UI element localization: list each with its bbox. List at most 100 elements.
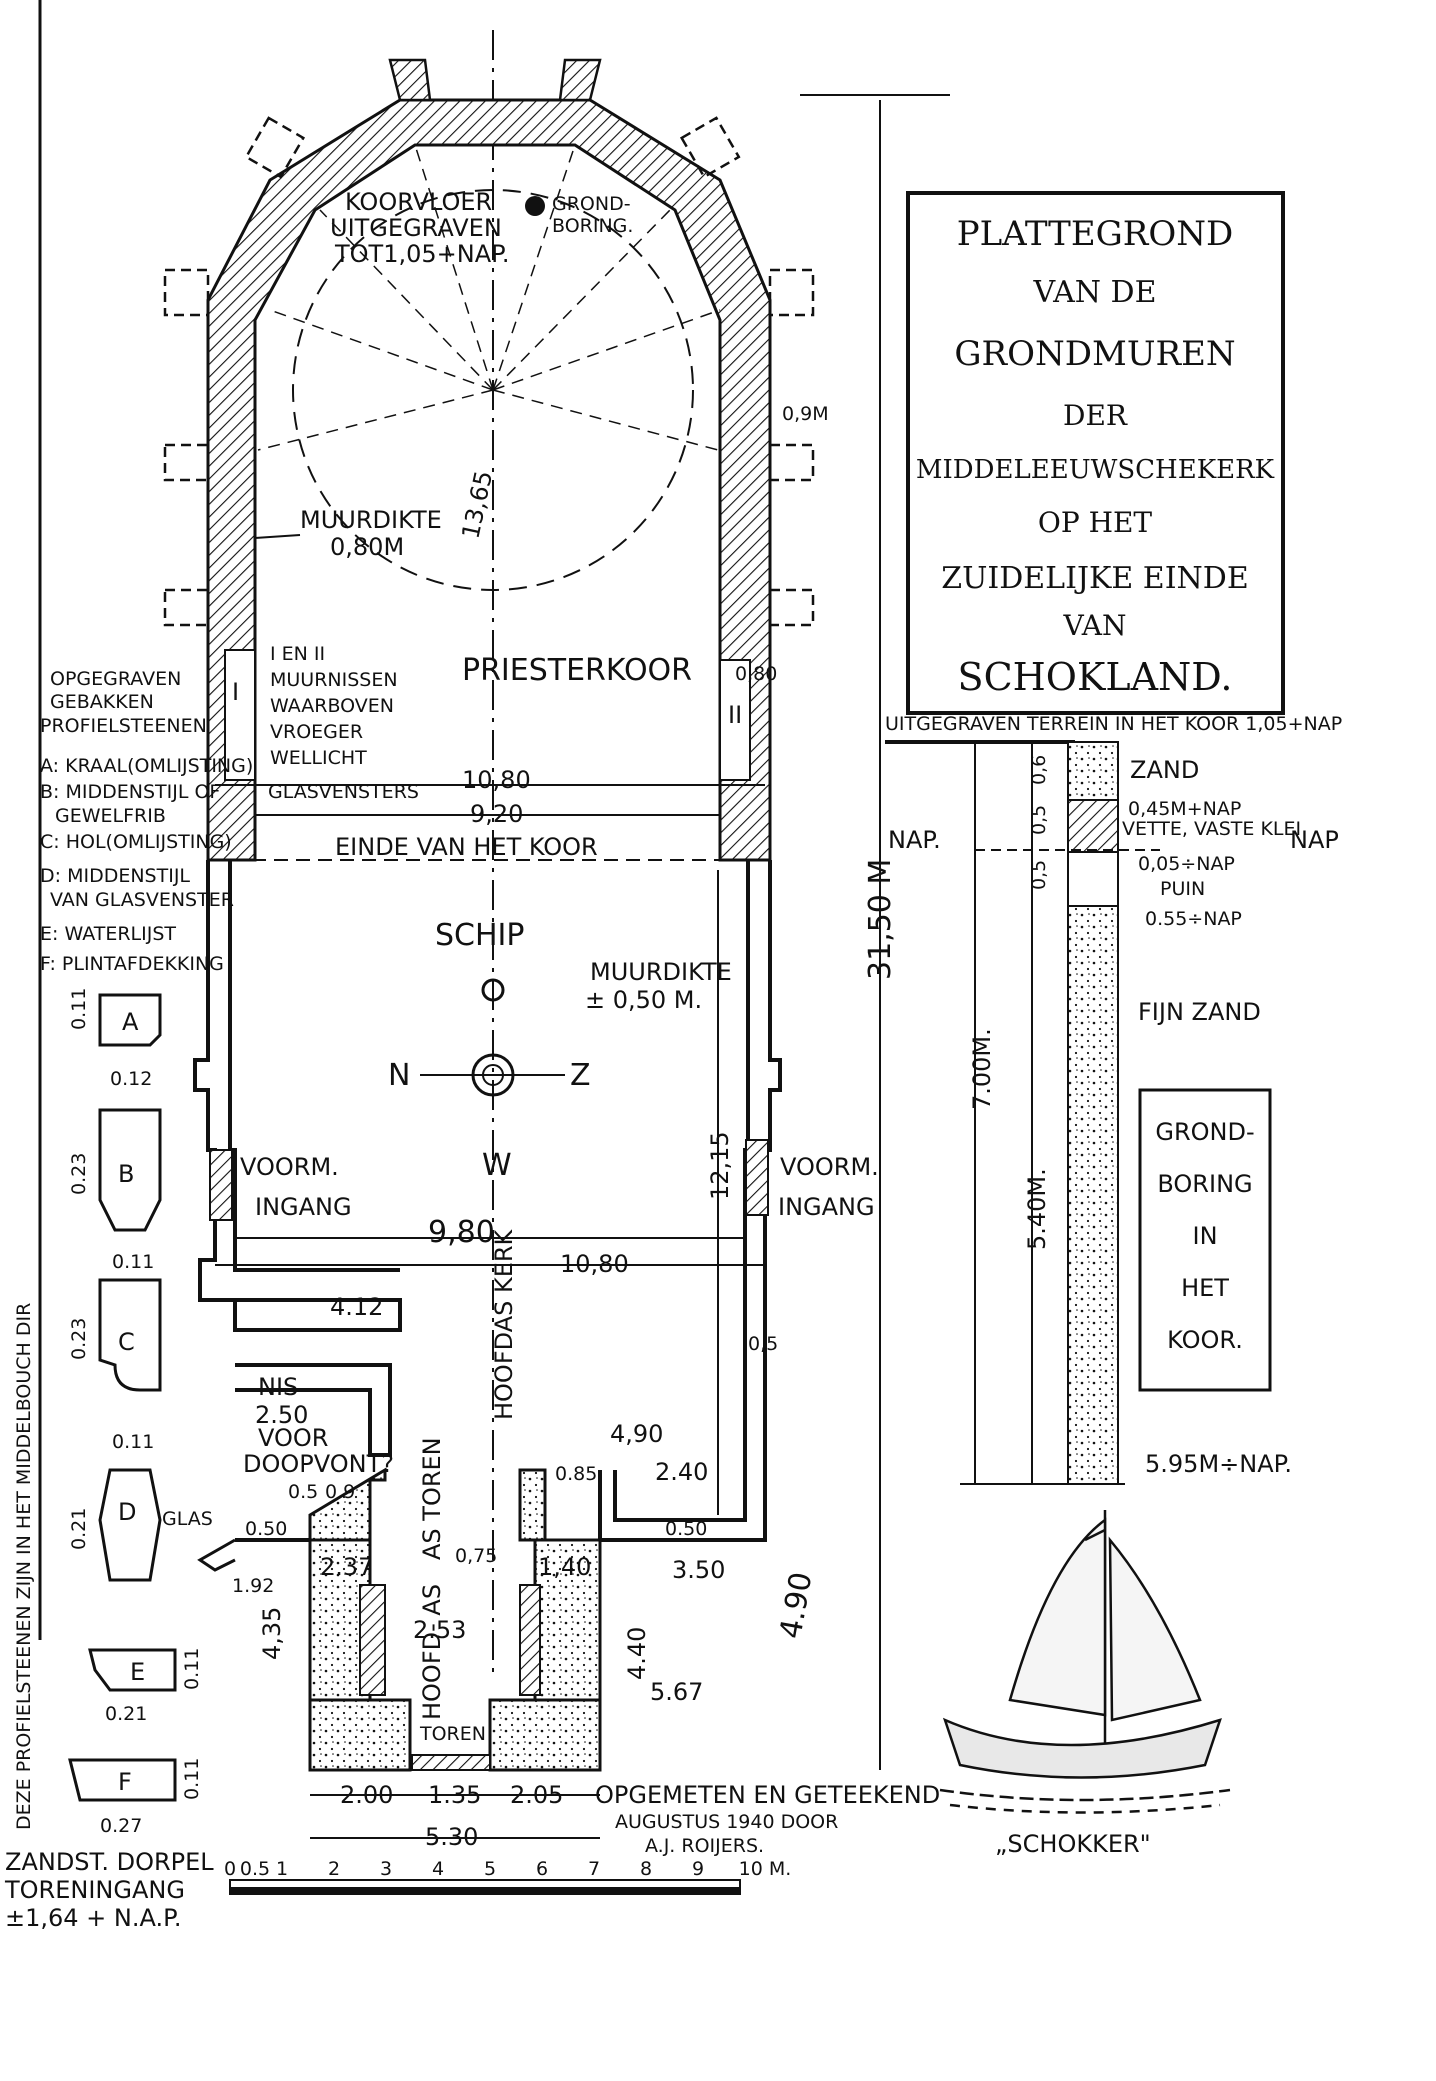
scale-tick: 5: [484, 1858, 496, 1880]
niches-text: I EN II: [270, 643, 325, 665]
title-line: GRONDMUREN: [954, 334, 1235, 374]
dim-412: 4.12: [330, 1293, 383, 1321]
scale-tick: 0: [224, 1858, 236, 1880]
choir-buttress: [388, 58, 602, 102]
scale-tick: 2: [328, 1858, 340, 1880]
legend-item: B: MIDDENSTIJL OF: [40, 781, 220, 803]
profile-dim: 0.21: [105, 1703, 147, 1725]
nave-length: 12,15: [706, 1131, 734, 1200]
nap-label: NAP.: [888, 826, 941, 854]
profile-dim: 0.12: [110, 1068, 152, 1090]
dim: 2.53: [413, 1616, 466, 1644]
niches-text: GLASVENSTERS: [268, 781, 419, 803]
nis-text: VOOR: [258, 1424, 328, 1452]
nave-muurdikte: ± 0,50 M.: [585, 986, 702, 1014]
dim: 4.40: [623, 1627, 651, 1680]
credit-text: OPGEMETEN EN GETEEKEND: [595, 1781, 940, 1809]
stair-left: [359, 1584, 386, 1696]
arrow: [254, 534, 301, 539]
title-line: SCHOKLAND.: [958, 655, 1233, 699]
boring-dim: 5.40M.: [1023, 1168, 1051, 1250]
scale-tick: 4: [432, 1858, 444, 1880]
nis-wall: [235, 1363, 392, 1457]
boring-dim: 0,6: [1028, 755, 1050, 785]
corner-buttress: [197, 1538, 236, 1572]
layer-label: 0,45M+NAP: [1128, 798, 1241, 820]
profile-dim: 0.23: [68, 1153, 90, 1195]
boring-box: [1138, 1088, 1272, 1392]
grondboring-label: BORING.: [552, 215, 633, 237]
credit-text: AUGUSTUS 1940 DOOR: [615, 1811, 838, 1833]
schokker-ship: [939, 1510, 1231, 1814]
profile-dim: 0.11: [181, 1758, 203, 1800]
legend-item: F: PLINTAFDEKKING: [40, 953, 224, 975]
toren-label: TOREN: [419, 1723, 486, 1745]
niches-text: MUURNISSEN: [270, 669, 398, 691]
boring-dim: 0,5: [1028, 860, 1050, 890]
title-line: PLATTEGROND: [957, 214, 1234, 254]
boring-box-text: HET: [1181, 1274, 1229, 1302]
dim-240: 2.40: [655, 1458, 708, 1486]
niche-label-1: I: [232, 678, 239, 706]
layer-label: FIJN ZAND: [1138, 998, 1261, 1026]
profile-dim: 0.11: [68, 988, 90, 1030]
voorm-ingang-left: VOORM.: [240, 1153, 339, 1181]
compass-center: [481, 978, 505, 1002]
profile-label: D: [118, 1498, 136, 1526]
end-of-choir-label: EINDE VAN HET KOOR: [335, 833, 598, 861]
boring-box-text: GROND-: [1155, 1118, 1254, 1146]
title-text: PLATTEGROND VAN DE GRONDMUREN DER MIDDEL…: [916, 214, 1275, 699]
boring-box-text: KOOR.: [1167, 1326, 1243, 1354]
hoofdas-kerk: HOOFDAS KERK: [490, 1228, 518, 1420]
choir-length: 13,65: [456, 468, 498, 541]
hoofd-as: HOOFD- AS: [418, 1584, 446, 1720]
profile-dim: 0.23: [68, 1318, 90, 1360]
nis-text: 2.50: [255, 1401, 308, 1429]
voorm-ingang-right: VOORM.: [780, 1153, 879, 1181]
zandst-text: ±1,64 + N.A.P.: [5, 1904, 181, 1932]
credit-text: A.J. ROIJERS.: [645, 1835, 764, 1857]
dim: 0.85: [555, 1463, 597, 1485]
legend-item: E: WATERLIJST: [40, 923, 176, 945]
dim: 4.90: [773, 1570, 819, 1642]
grondboring-label: GROND-: [552, 193, 631, 215]
title-line: VAN DE: [1032, 275, 1156, 310]
niche-1: [224, 649, 256, 781]
legend-item: GEBAKKEN: [50, 691, 154, 713]
ship-caption: „SCHOKKER": [995, 1830, 1151, 1858]
boring-box-text: BORING: [1157, 1170, 1252, 1198]
zandst-text: TORENINGANG: [4, 1876, 185, 1904]
scale-tick: 8: [640, 1858, 652, 1880]
layer-label: ZAND: [1130, 756, 1199, 784]
boring-dim: 0,5: [1028, 805, 1050, 835]
dim-05: 0,5: [748, 1333, 778, 1355]
dim: 0.50: [245, 1518, 287, 1540]
scale-tick: 6: [536, 1858, 548, 1880]
total-height: 31,50 M: [863, 859, 898, 980]
tower-base-right: [488, 1698, 602, 1772]
dim: 2.05: [510, 1781, 563, 1809]
dim: 5.30: [425, 1823, 478, 1851]
dim: 2.00: [340, 1781, 393, 1809]
priesterkoor-label: PRIESTERKOOR: [462, 653, 692, 688]
layer-label: VETTE, VASTE KLEI: [1122, 818, 1301, 840]
scale-bar: [229, 1879, 741, 1895]
dim: 1.92: [232, 1575, 274, 1597]
profile-label: C: [118, 1328, 135, 1356]
dim: 0.50: [665, 1518, 707, 1540]
dim: 4,35: [258, 1607, 286, 1660]
niche-dim: 0,80: [735, 663, 777, 685]
profile-dim: 0.11: [181, 1648, 203, 1690]
nave-width-inner: 9,80: [428, 1215, 495, 1250]
side-dim: 0,9M: [782, 403, 829, 425]
choir-width-outer: 10,80: [462, 766, 531, 794]
dim: 0.9: [325, 1481, 355, 1503]
dim: 0.5: [288, 1481, 318, 1503]
title-line: OP HET: [1038, 506, 1153, 539]
dim: 2.37: [320, 1553, 373, 1581]
profile-dim: 0.11: [112, 1251, 154, 1273]
scale-tick: 0.5: [240, 1858, 270, 1880]
title-line: MIDDELEEUWSCHEKERK: [916, 455, 1275, 485]
voorm-ingang-right: INGANG: [778, 1193, 875, 1221]
scale-tick: 3: [380, 1858, 392, 1880]
